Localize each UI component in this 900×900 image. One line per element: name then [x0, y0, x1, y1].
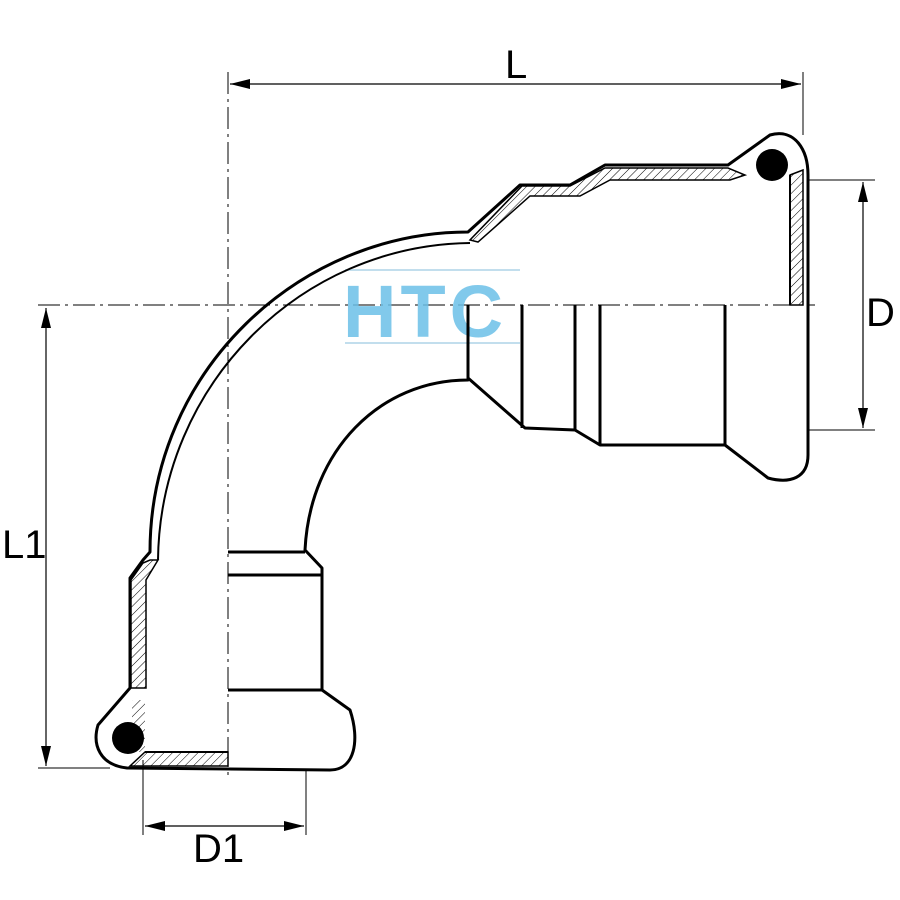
- hatched-wall-right: [789, 168, 804, 306]
- label-D1: D1: [193, 827, 244, 871]
- dimension-lines: [41, 79, 868, 831]
- elbow-outer-contour: [94, 132, 810, 772]
- label-D: D: [866, 291, 895, 335]
- hatched-wall-bottom: [128, 751, 229, 767]
- hatched-wall-left-upper: [130, 559, 160, 689]
- o-ring-seal-top: [756, 149, 788, 181]
- elbow-body: [94, 132, 810, 772]
- hatched-wall-top: [468, 167, 748, 243]
- htc-watermark: HTC: [343, 269, 520, 353]
- o-ring-seal-bottom: [112, 722, 144, 754]
- right-socket-lines: [466, 175, 791, 445]
- elbow-inner-wall: [157, 242, 471, 561]
- bottom-socket-lines: [145, 550, 322, 753]
- watermark-text: HTC: [343, 270, 507, 353]
- extension-lines: [38, 72, 875, 835]
- centerlines: [38, 72, 815, 775]
- label-L: L: [505, 43, 527, 87]
- hatched-wall: [128, 167, 804, 767]
- label-L1: L1: [2, 523, 47, 567]
